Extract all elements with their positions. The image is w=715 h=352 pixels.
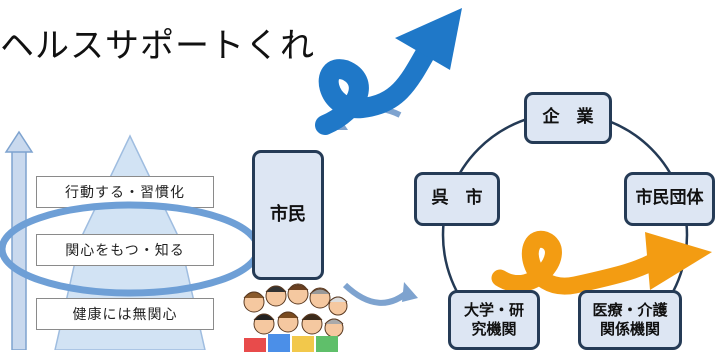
node-city: 呉 市 bbox=[414, 172, 500, 226]
node-company: 企 業 bbox=[524, 92, 612, 144]
curved-arrow-lower bbox=[342, 282, 413, 306]
blue-growth-arrow bbox=[315, 8, 462, 135]
stage-interest: 関心をもつ・知る bbox=[36, 234, 214, 266]
orange-growth-arrow bbox=[491, 230, 712, 295]
node-university: 大学・研 究機関 bbox=[448, 290, 540, 350]
awareness-up-arrow bbox=[4, 130, 34, 350]
node-civic-groups: 市民団体 bbox=[624, 172, 715, 226]
stage-indifferent: 健康には無関心 bbox=[36, 298, 214, 330]
node-medical-care: 医療・介護 関係機関 bbox=[578, 290, 682, 350]
page-title: ヘルスサポートくれ bbox=[0, 26, 315, 66]
people-crowd-icon bbox=[243, 283, 348, 352]
citizen-box: 市民 bbox=[252, 150, 324, 280]
stage-action: 行動する・習慣化 bbox=[36, 176, 214, 208]
